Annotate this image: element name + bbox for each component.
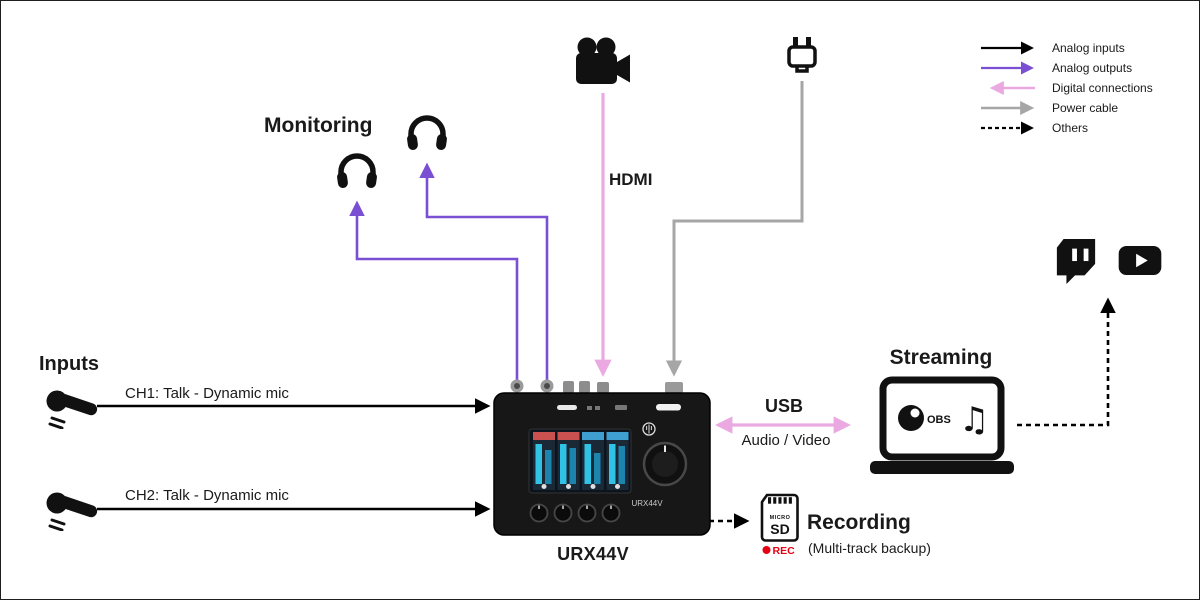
- device-name-label: URX44V: [557, 544, 629, 564]
- analog-outputs-arrow-icon: [981, 61, 1034, 75]
- ch1-label: CH1: Talk - Dynamic mic: [125, 385, 289, 402]
- rec-indicator: REC: [762, 545, 796, 557]
- sd-micro-label: MICRO: [770, 515, 791, 521]
- device-face-label: URX44V: [631, 499, 663, 508]
- headphones-icon: [337, 153, 377, 188]
- device-touchscreen: [528, 428, 632, 494]
- rec-dot-icon: [762, 546, 771, 554]
- yamaha-logo-icon: [642, 422, 656, 436]
- device-small-knobs: [529, 503, 621, 523]
- analog-inputs-arrow-icon: [981, 41, 1034, 55]
- recording-subtitle: (Multi-track backup): [808, 540, 931, 556]
- power-cable-arrow-icon: [981, 101, 1035, 115]
- legend-item-power-cable: Power cable: [979, 98, 1153, 118]
- music-note-icon: ♫: [959, 400, 989, 440]
- rec-label: REC: [773, 545, 796, 557]
- usb-label: USB: [764, 396, 804, 416]
- monitor-output-arrow-1: [349, 200, 519, 395]
- legend-label: Others: [1052, 121, 1089, 135]
- twitch-icon: [1056, 239, 1096, 284]
- hdmi-label: HDMI: [609, 170, 653, 189]
- youtube-icon: [1118, 245, 1162, 276]
- legend-label: Analog inputs: [1052, 41, 1125, 55]
- urx44v-device: URX44V: [493, 379, 711, 536]
- streaming-laptop-icon: OBS ♫: [870, 376, 1014, 474]
- microphone-icon: [46, 390, 98, 429]
- obs-logo-icon: [898, 405, 924, 431]
- digital-connections-arrow-icon: [989, 81, 1035, 95]
- monitoring-title: Monitoring: [264, 114, 373, 137]
- legend-label: Analog outputs: [1052, 61, 1133, 75]
- micro-sd-card-icon: MICRO SD REC: [760, 493, 799, 557]
- usb-sublabel: Audio / Video: [741, 432, 831, 449]
- streaming-upload-arrow: [1017, 297, 1116, 427]
- streaming-title: Streaming: [889, 346, 993, 369]
- legend-label: Power cable: [1052, 101, 1119, 115]
- legend-label: Digital connections: [1052, 81, 1153, 95]
- power-plug-icon: [787, 37, 817, 73]
- legend-item-analog-inputs: Analog inputs: [979, 38, 1153, 58]
- ch2-label: CH2: Talk - Dynamic mic: [125, 487, 289, 504]
- microphone-icon: [46, 492, 98, 531]
- legend-item-others: Others: [979, 118, 1153, 138]
- headphones-icon: [407, 115, 447, 150]
- sd-label: SD: [770, 521, 789, 537]
- monitor-output-arrow-2: [419, 162, 549, 395]
- recording-title: Recording: [807, 511, 911, 534]
- legend-item-analog-outputs: Analog outputs: [979, 58, 1153, 78]
- device-main-knob: [642, 441, 688, 487]
- screen-channel-strips: [533, 432, 629, 490]
- inputs-title: Inputs: [39, 353, 99, 375]
- legend: Analog inputs Analog outputs Digital con…: [979, 38, 1153, 138]
- obs-label: OBS: [927, 414, 951, 426]
- power-cable-line: [665, 81, 804, 377]
- legend-item-digital-connections: Digital connections: [979, 78, 1153, 98]
- video-camera-icon: [576, 37, 630, 84]
- others-arrow-icon: [981, 121, 1034, 135]
- device-top-connectors: [510, 379, 683, 393]
